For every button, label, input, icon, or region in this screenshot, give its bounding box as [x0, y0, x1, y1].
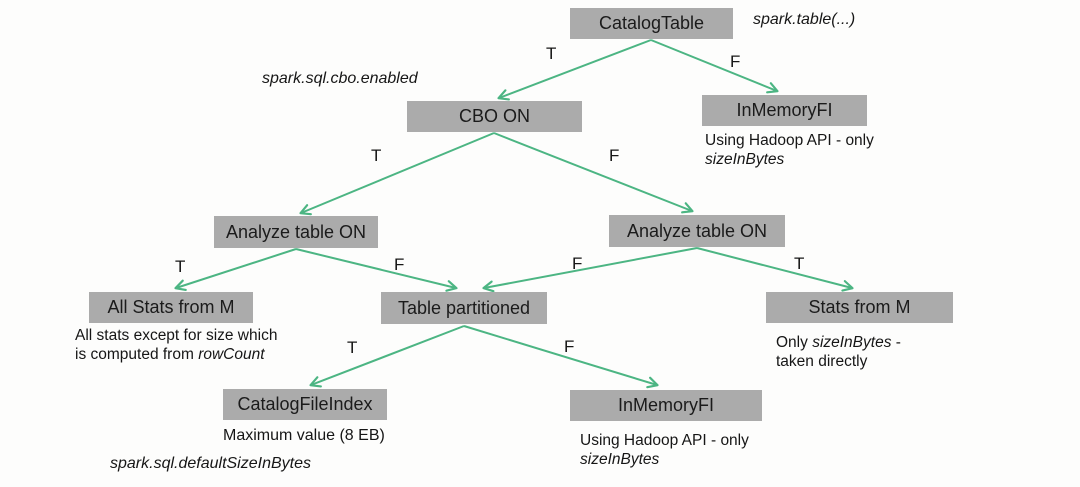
- edge-label-analyzeleft-false: F: [394, 255, 405, 274]
- node-inmemory-fi-top: InMemoryFI: [702, 95, 867, 126]
- note-line: All stats except for size which: [75, 327, 278, 344]
- edge-catalogtable-true: [497, 39, 652, 101]
- node-inmemory-fi-bottom: InMemoryFI: [570, 390, 762, 421]
- node-all-stats-from-m: All Stats from M: [89, 292, 253, 323]
- edge-label-cbo-false: F: [609, 146, 620, 165]
- note-line: Using Hadoop API - only: [705, 132, 874, 149]
- node-catalog-file-index: CatalogFileIndex: [223, 389, 387, 420]
- edge-label-catalogtable-true: T: [546, 44, 557, 63]
- edge-label-partitioned-true: T: [347, 338, 358, 357]
- note-all-stats: All stats except for size which is compu…: [75, 326, 277, 364]
- note-line: is computed from: [75, 346, 199, 363]
- node-analyze-table-left: Analyze table ON: [214, 216, 378, 248]
- edge-label-partitioned-false: F: [564, 337, 575, 356]
- edge-analyzeright-false: [482, 247, 698, 293]
- note-stats-from-m: Only sizeInBytes - taken directly: [776, 333, 901, 371]
- edge-label-analyzeleft-true: T: [175, 257, 186, 276]
- annotation-cbo-enabled: spark.sql.cbo.enabled: [262, 70, 418, 87]
- edge-analyzeleft-true: [174, 248, 297, 292]
- note-inmemory-fi-bottom: Using Hadoop API - only sizeInBytes: [580, 431, 749, 469]
- note-line-italic: sizeInBytes: [705, 151, 785, 168]
- node-stats-from-m: Stats from M: [766, 292, 953, 323]
- node-catalog-table: CatalogTable: [570, 8, 733, 39]
- node-table-partitioned: Table partitioned: [381, 292, 547, 324]
- edge-analyzeleft-false: [295, 248, 458, 292]
- edge-cbo-true: [299, 132, 495, 216]
- edge-partitioned-true: [309, 325, 465, 388]
- annotation-default-size-in-bytes: spark.sql.defaultSizeInBytes: [110, 455, 311, 472]
- edge-analyzeright-true: [696, 247, 854, 292]
- edge-partitioned-false: [463, 325, 659, 389]
- note-line: Maximum value (8 EB): [223, 427, 385, 444]
- edge-label-analyzeright-true: T: [794, 254, 805, 273]
- edge-label-analyzeright-false: F: [572, 254, 583, 273]
- node-analyze-table-right: Analyze table ON: [609, 215, 785, 247]
- edge-label-catalogtable-false: F: [730, 52, 741, 71]
- note-line-italic: sizeInBytes: [812, 334, 892, 351]
- edge-label-cbo-true: T: [371, 146, 382, 165]
- note-line: -: [891, 334, 901, 351]
- note-line: Only: [776, 334, 813, 351]
- node-cbo-on: CBO ON: [407, 101, 582, 132]
- edge-cbo-false: [493, 132, 694, 214]
- note-line-italic: rowCount: [198, 346, 265, 363]
- note-line-italic: sizeInBytes: [580, 451, 660, 468]
- note-line: taken directly: [776, 353, 868, 370]
- note-catalog-file-index: Maximum value (8 EB): [223, 426, 385, 445]
- edge-catalogtable-false: [650, 39, 779, 94]
- note-inmemory-fi-top: Using Hadoop API - only sizeInBytes: [705, 131, 874, 169]
- note-line: Using Hadoop API - only: [580, 432, 749, 449]
- annotation-spark-table: spark.table(...): [753, 11, 856, 28]
